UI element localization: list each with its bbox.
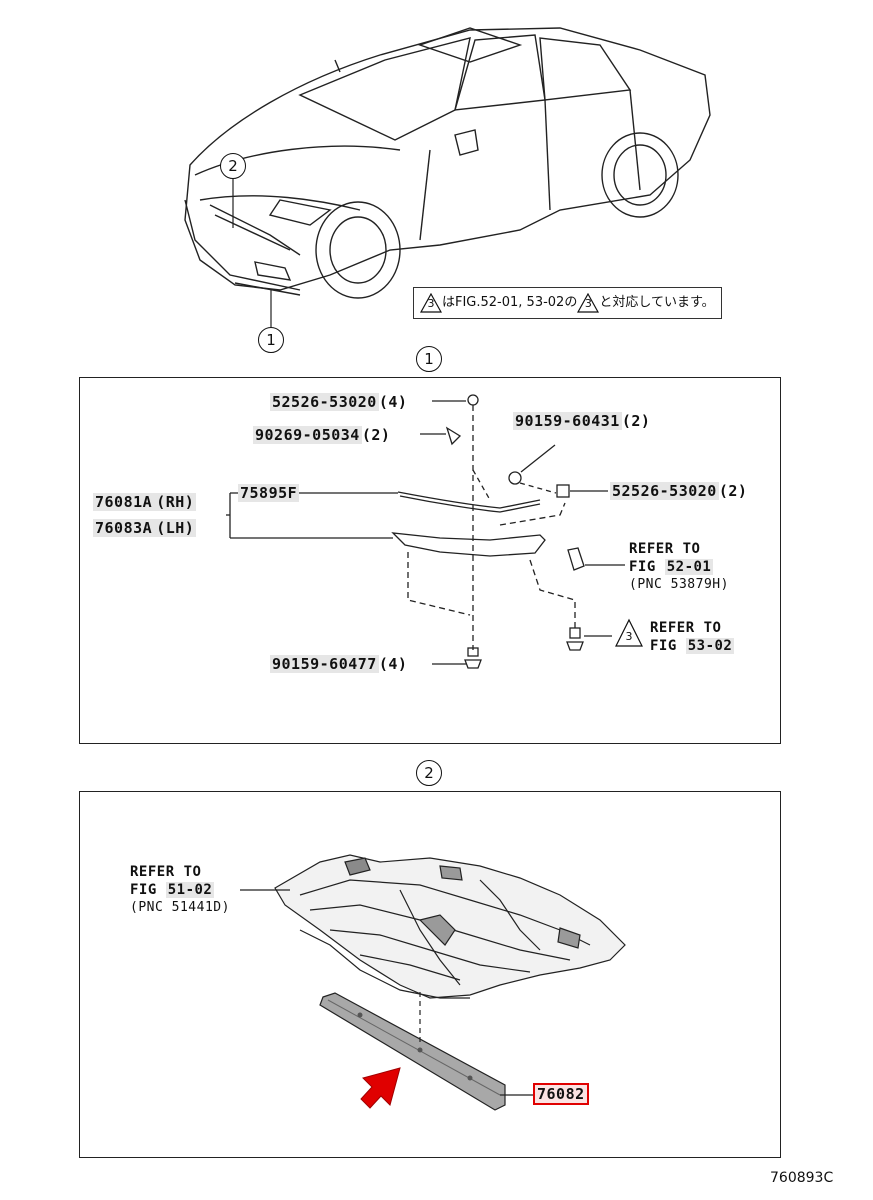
warning-triangle-icon: 3	[577, 292, 600, 313]
panel-2-drawing	[240, 854, 626, 1111]
section-2-label: 2	[416, 760, 442, 786]
part-label-90159-60431: 90159-60431(2)	[513, 412, 651, 430]
reference-note: 3 はFIG.52-01, 53-02の 3 と対応しています。	[413, 287, 722, 319]
panel-1	[79, 377, 781, 744]
part-label-76081a: 76081A(RH)	[93, 493, 197, 511]
part-label-75895f: 75895F	[238, 484, 300, 502]
panel-1-drawing	[226, 394, 643, 669]
note-text-2: と対応しています。	[599, 295, 715, 310]
part-label-76083a: 76083A(LH)	[93, 519, 197, 537]
refer-fig-53-02[interactable]: REFER TO FIG 53-02	[650, 620, 735, 654]
section-1-label: 1	[416, 346, 442, 372]
callout-1-overview: 1	[258, 327, 284, 353]
part-label-52526-53020-a: 52526-53020(4)	[270, 393, 408, 411]
refer-fig-52-01[interactable]: REFER TO FIG 52-01 (PNC 53879H)	[629, 541, 729, 592]
part-label-90269-05034: 90269-05034(2)	[253, 426, 391, 444]
note-text-1: はFIG.52-01, 53-02の	[442, 295, 578, 310]
refer-b-triangle-number: 3	[625, 630, 633, 643]
part-label-52526-53020-b: 52526-53020(2)	[610, 482, 748, 500]
warning-triangle-icon: 3	[420, 292, 442, 313]
figure-code: 760893C	[770, 1170, 834, 1186]
callout-2-overview: 2	[220, 153, 246, 179]
part-label-90159-60477: 90159-60477(4)	[270, 655, 408, 673]
car-overview-drawing	[184, 27, 711, 327]
part-label-76082[interactable]: 76082	[533, 1083, 589, 1105]
red-arrow-icon	[360, 1067, 401, 1109]
refer-fig-51-02[interactable]: REFER TO FIG 51-02 (PNC 51441D)	[130, 864, 230, 915]
